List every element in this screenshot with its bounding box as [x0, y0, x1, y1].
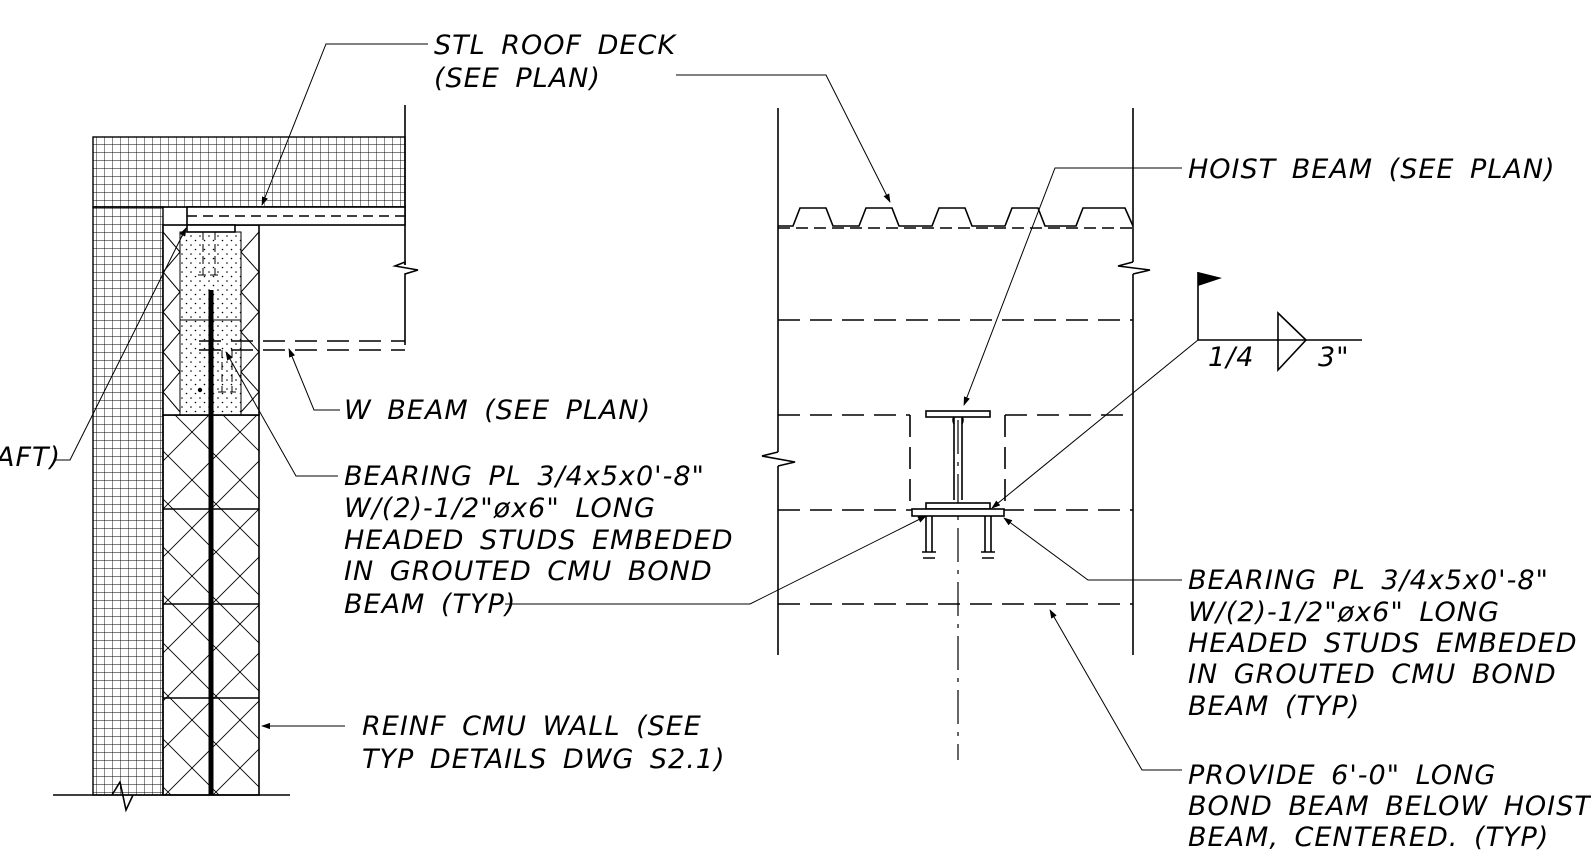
label-w-beam: W BEAM (SEE PLAN)	[344, 395, 651, 426]
label-bearing-plate-line-4: IN GROUTED CMU BOND	[344, 556, 713, 587]
label-bearing-plate-line-2: W/(2)-1/2"øx6" LONG	[344, 493, 656, 524]
right-elevation-detail: 1/4 3" HOIST BEAM (SEE PLAN) BEARING PL …	[676, 74, 1591, 853]
left-section-detail: STL ROOF DECK (SEE PLAN) W BEAM (SEE PLA…	[0, 30, 927, 813]
label-bearing-plate-right-line-2: W/(2)-1/2"øx6" LONG	[1188, 597, 1500, 628]
label-cut-off-fragment: AFT)	[0, 442, 61, 473]
weld-length-label: 3"	[1318, 342, 1350, 373]
roof-deck-profile	[778, 207, 1134, 227]
bearing-plate-right	[911, 508, 1005, 517]
label-bearing-plate-right-line-4: IN GROUTED CMU BOND	[1188, 659, 1557, 690]
label-cmu-wall-line-1: REINF CMU WALL (SEE	[362, 711, 702, 742]
label-stl-roof-deck-see-plan: (SEE PLAN)	[434, 63, 601, 94]
label-hoist-beam: HOIST BEAM (SEE PLAN)	[1188, 154, 1556, 185]
weld-symbol: 1/4 3"	[991, 272, 1362, 509]
label-bond-beam-line-1: PROVIDE 6'-0" LONG	[1188, 760, 1496, 791]
label-bearing-plate-right-line-1: BEARING PL 3/4x5x0'-8"	[1188, 565, 1549, 596]
label-bond-beam-line-3: BEAM, CENTERED. (TYP)	[1188, 822, 1549, 853]
roof-hatch-top	[92, 136, 406, 208]
label-cmu-wall-line-2: TYP DETAILS DWG S2.1)	[362, 744, 726, 775]
label-bond-beam-line-2: BOND BEAM BELOW HOIST	[1188, 791, 1591, 822]
weld-size-label: 1/4	[1208, 342, 1254, 373]
hoist-beam-section	[925, 410, 991, 510]
bearing-plate-left	[186, 224, 236, 233]
label-bearing-plate-line-1: BEARING PL 3/4x5x0'-8"	[344, 461, 705, 492]
label-stl-roof-deck: STL ROOF DECK	[434, 30, 677, 61]
label-bearing-plate-line-5: BEAM (TYP)	[344, 589, 516, 620]
label-bearing-plate-right-line-5: BEAM (TYP)	[1188, 691, 1360, 722]
label-bearing-plate-right-line-3: HEADED STUDS EMBEDED	[1188, 628, 1578, 659]
wall-hatch-outer	[92, 206, 164, 796]
label-bearing-plate-line-3: HEADED STUDS EMBEDED	[344, 525, 734, 556]
